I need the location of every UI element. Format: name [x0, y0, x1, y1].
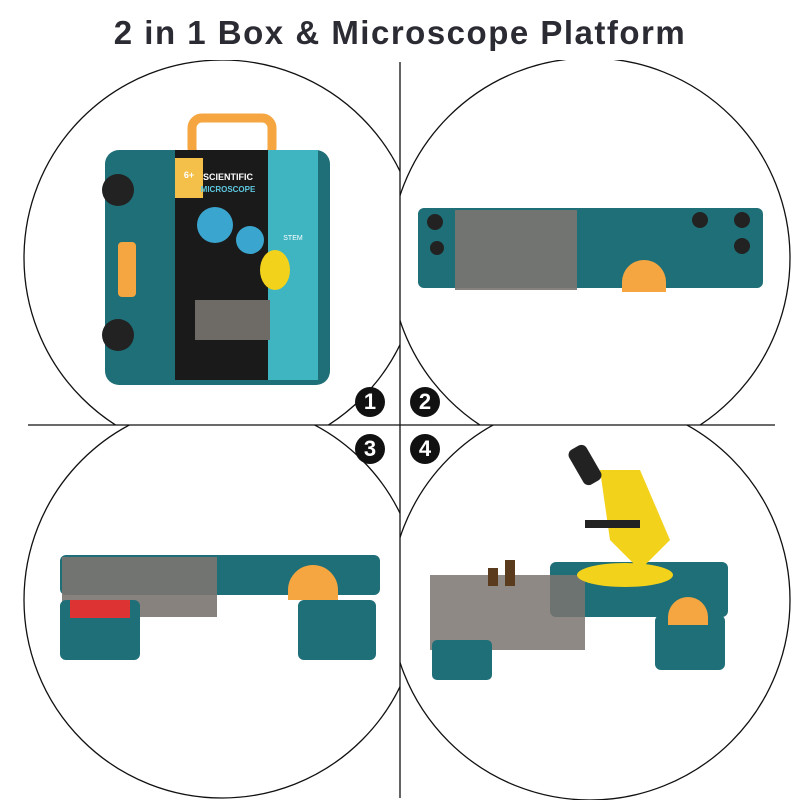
box-label-microscope: MICROSCOPE — [201, 185, 256, 194]
step-badge-2: 2 — [410, 387, 440, 417]
flat-box — [418, 208, 763, 292]
raised-platform — [60, 555, 380, 660]
box-label-age: 6+ — [184, 170, 194, 180]
box-label-scientific: SCIENTIFIC — [203, 172, 254, 182]
page-title: 2 in 1 Box & Microscope Platform — [113, 14, 687, 51]
frame-circle-4 — [400, 425, 791, 800]
closed-box: SCIENTIFIC MICROSCOPE 6+ STEM — [102, 113, 330, 385]
frame-circle-2 — [400, 60, 791, 425]
box-label-stem: STEM — [283, 235, 303, 242]
frame-circle-1 — [23, 60, 400, 425]
step-badge-3: 3 — [355, 434, 385, 464]
frame-circle-3 — [23, 425, 400, 799]
microscope-setup — [430, 444, 728, 680]
step-badge-1: 1 — [355, 387, 385, 417]
step-badge-4: 4 — [410, 434, 440, 464]
